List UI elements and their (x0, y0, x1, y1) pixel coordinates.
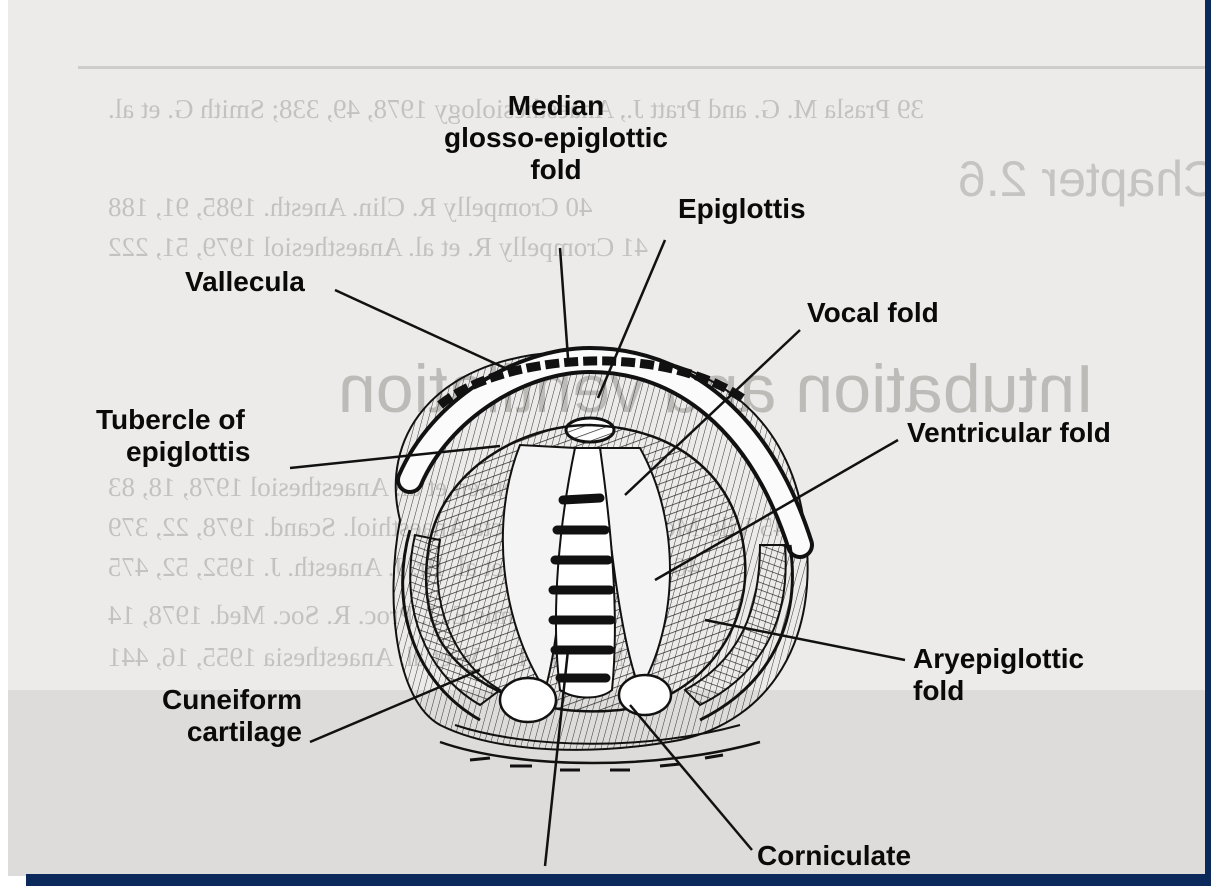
label-epiglottis: Epiglottis (678, 193, 806, 225)
frame-border-right (1205, 0, 1211, 886)
label-line: epiglottis (96, 436, 250, 468)
label-text: Epiglottis (678, 193, 806, 224)
label-line: fold (913, 675, 1084, 707)
leader-median-fold (560, 248, 568, 358)
label-text: Ventricular fold (907, 417, 1111, 448)
label-line: cartilage (130, 716, 302, 748)
label-line: Median (406, 90, 706, 122)
frame-border-bottom (26, 874, 1211, 886)
label-cuneiform-cartilage: Cuneiform cartilage (130, 684, 302, 748)
label-text: Vallecula (185, 266, 305, 297)
label-line: fold (406, 154, 706, 186)
label-vocal-fold: Vocal fold (807, 297, 939, 329)
label-line: glosso-epiglottic (406, 122, 706, 154)
label-text: Corniculate (757, 840, 911, 871)
leader-vallecula (335, 290, 505, 368)
label-tubercle-of-epiglottis: Tubercle of epiglottis (96, 404, 250, 468)
label-ventricular-fold: Ventricular fold (907, 417, 1111, 449)
label-line: Aryepiglottic (913, 643, 1084, 675)
label-text: Vocal fold (807, 297, 939, 328)
label-aryepiglottic-fold: Aryepiglottic fold (913, 643, 1084, 707)
label-line: Cuneiform (130, 684, 302, 716)
label-median-glosso-epiglottic-fold: Median glosso-epiglottic fold (406, 90, 706, 186)
label-corniculate: Corniculate (757, 840, 911, 872)
label-vallecula: Vallecula (185, 266, 305, 298)
label-line: Tubercle of (96, 404, 250, 436)
